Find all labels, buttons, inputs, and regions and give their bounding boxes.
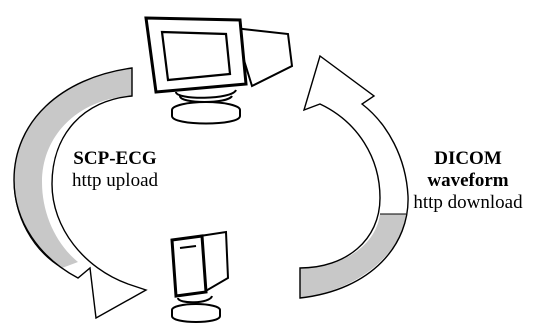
- top-computer-icon: [144, 16, 294, 125]
- upload-method-text: http upload: [71, 170, 159, 191]
- upload-label: SCP-ECG http upload: [50, 148, 180, 192]
- download-label: DICOM waveform http download: [393, 148, 541, 214]
- bottom-computer-icon: [170, 230, 230, 323]
- download-method-text: http download: [413, 192, 523, 213]
- download-format-line2: waveform: [427, 170, 509, 191]
- curved-arrow-up-icon: [299, 54, 409, 299]
- upload-format-text: SCP-ECG: [73, 148, 157, 169]
- download-format-line1: DICOM: [434, 148, 502, 169]
- curved-arrow-down-icon: [13, 67, 148, 320]
